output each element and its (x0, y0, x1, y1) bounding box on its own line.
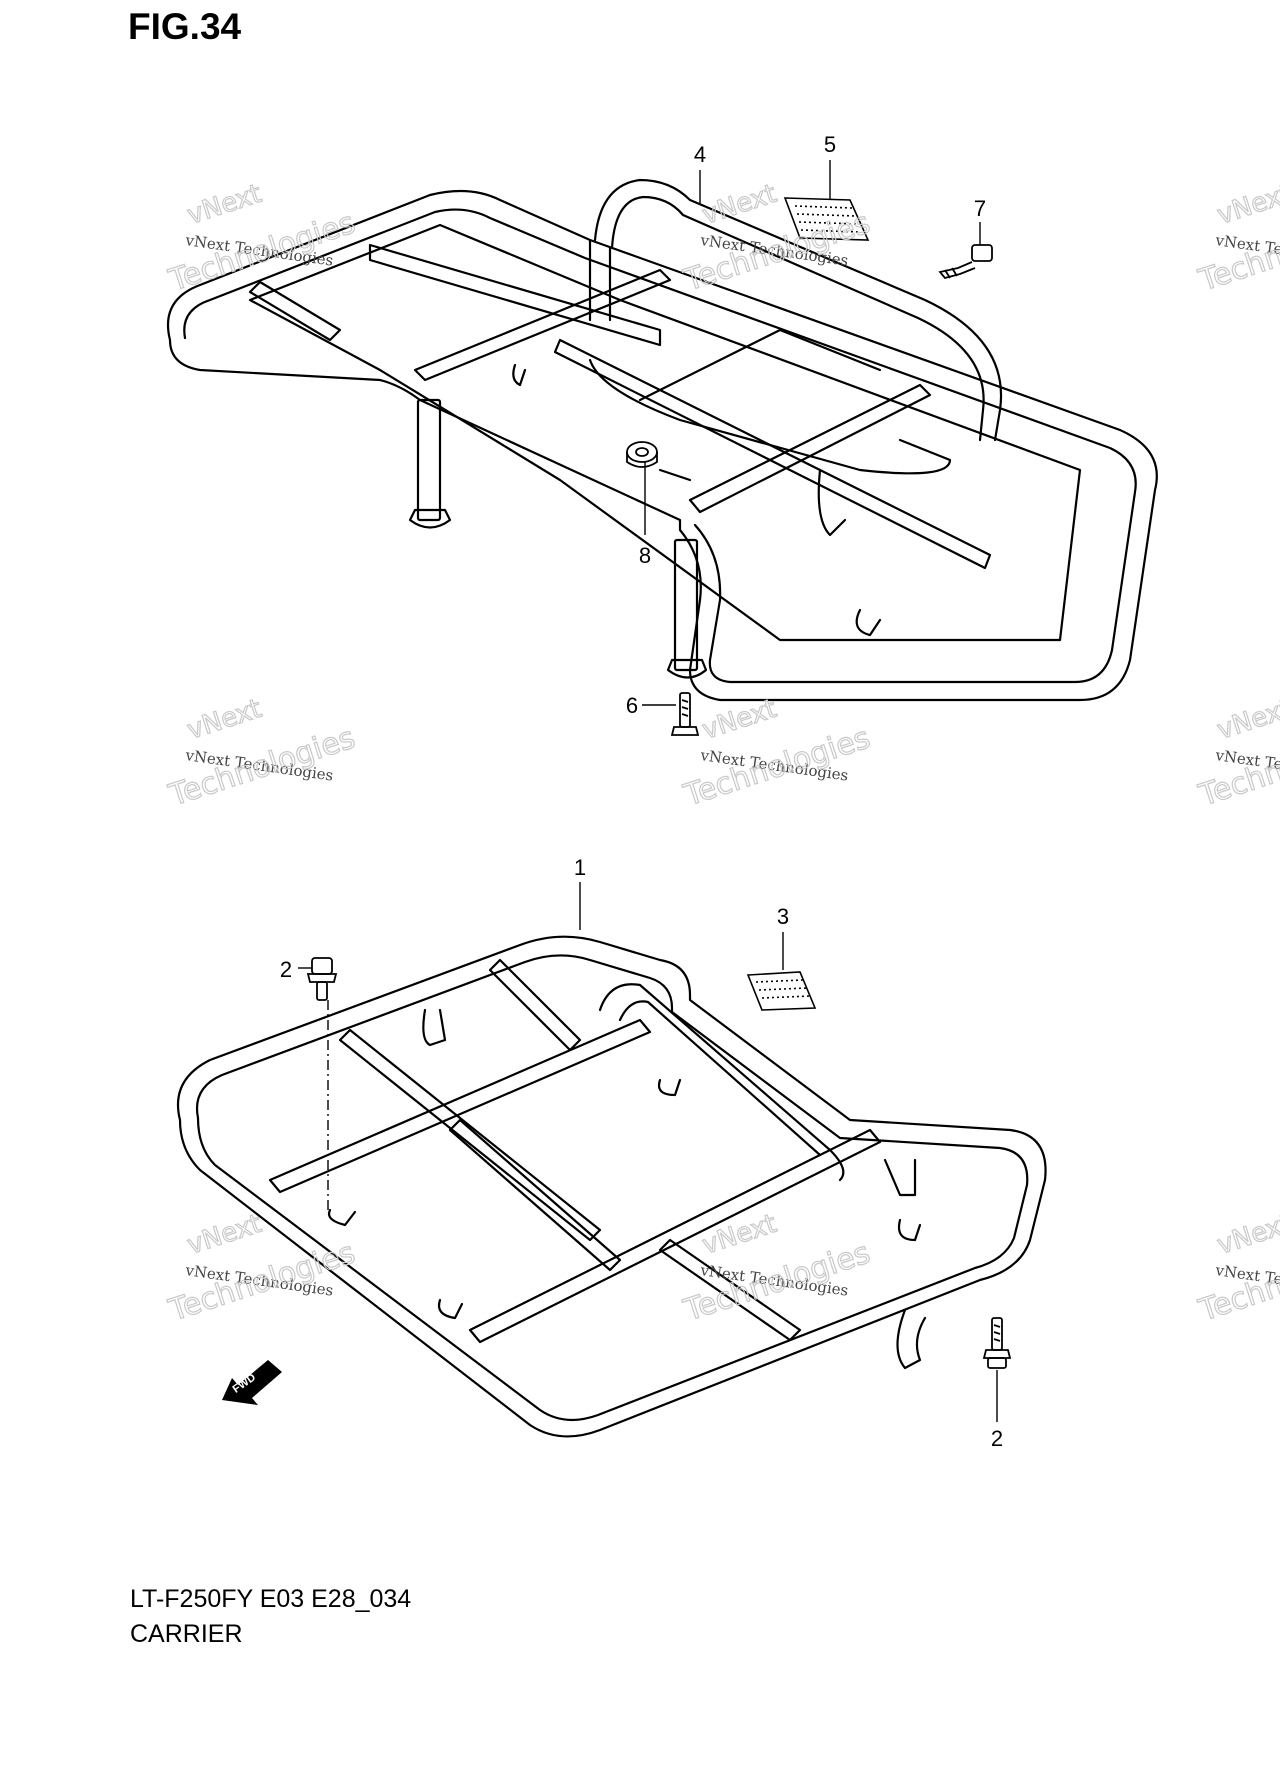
figure-title: FIG.34 (128, 6, 242, 47)
bolt-2-upper (306, 957, 338, 1001)
watermark: vNext vNext Technologies Technologies (1194, 1208, 1280, 1329)
bolt-2-lower (982, 1317, 1012, 1369)
svg-text:vNext: vNext (184, 179, 266, 231)
assembly-name: CARRIER (130, 1620, 243, 1648)
watermark: vNext vNext Technologies Technologies (1194, 178, 1280, 299)
watermark: vNext vNext Technologies Technologies (1194, 693, 1280, 814)
rear-carrier-frame (166, 178, 1158, 702)
svg-text:vNext: vNext (184, 1209, 266, 1261)
callout-3: 3 (777, 904, 789, 929)
svg-text:vNext: vNext (184, 694, 266, 746)
callout-1: 1 (574, 855, 586, 880)
svg-text:vNext: vNext (1214, 179, 1280, 231)
svg-text:vNext: vNext (699, 1209, 781, 1261)
bolt-7 (938, 244, 993, 280)
fwd-arrow-icon: FWD (222, 1360, 282, 1405)
watermark: vNext vNext Technologies Technologies (679, 693, 875, 814)
watermark: vNext vNext Technologies Technologies (164, 1208, 360, 1329)
bolt-6 (670, 692, 700, 736)
callout-2-upper: 2 (280, 957, 292, 982)
callout-6: 6 (626, 693, 638, 718)
model-code: LT-F250FY E03 E28_034 (130, 1585, 412, 1613)
callout-8: 8 (639, 543, 651, 568)
callout-2-lower: 2 (991, 1426, 1003, 1451)
callout-4: 4 (694, 142, 706, 167)
reflector-pad-5 (783, 197, 870, 241)
leader-lines (298, 160, 998, 1422)
svg-text:vNext: vNext (699, 694, 781, 746)
svg-text:vNext: vNext (699, 179, 781, 231)
watermarks: vNext vNext Technologies Technologies vN… (164, 178, 1280, 1329)
nut-8 (626, 441, 658, 468)
watermark: vNext vNext Technologies Technologies (679, 178, 875, 299)
svg-text:vNext: vNext (1214, 694, 1280, 746)
front-carrier-frame (176, 935, 1047, 1438)
svg-text:vNext: vNext (1214, 1209, 1280, 1261)
reflector-pad-3 (746, 971, 817, 1011)
callout-7: 7 (974, 196, 986, 221)
watermark: vNext vNext Technologies Technologies (164, 693, 360, 814)
callout-5: 5 (824, 132, 836, 157)
